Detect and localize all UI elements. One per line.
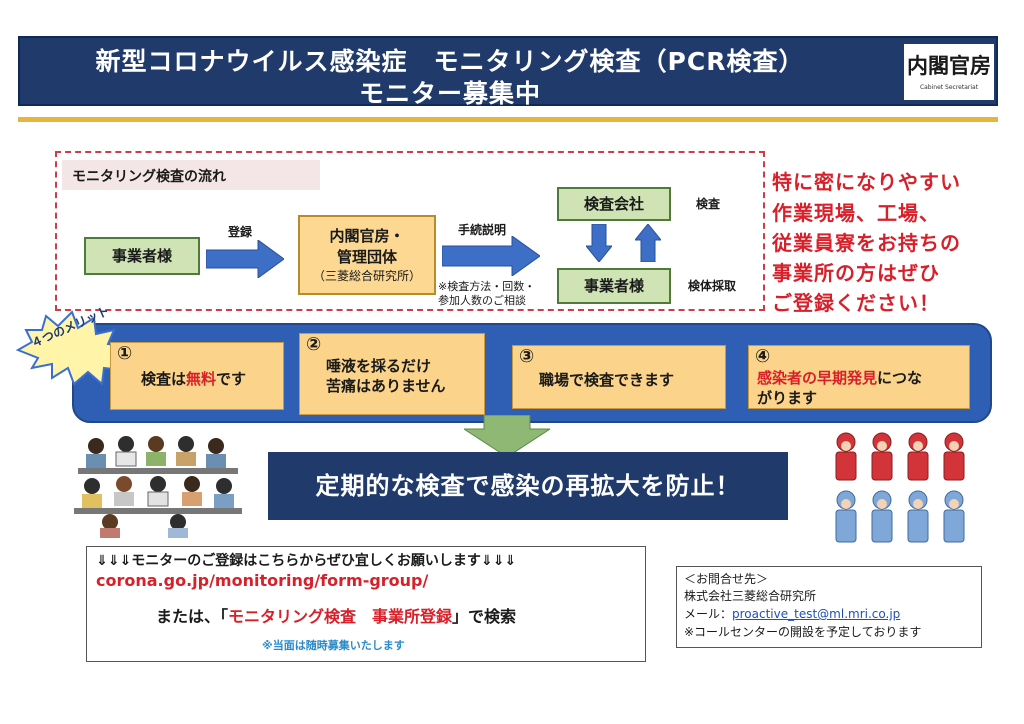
flow-title-background — [62, 160, 320, 190]
flow-title: モニタリング検査の流れ — [72, 169, 226, 185]
merit-card-2: ② 唾液を採るだけ 苦痛はありません — [299, 333, 485, 415]
register-arrow-icon — [206, 240, 284, 278]
label-test: 検査 — [696, 197, 721, 211]
factory-workers-illustration — [822, 428, 982, 550]
result-arrow-icon — [464, 415, 550, 457]
logo-text: 内閣官房 — [907, 53, 991, 78]
explain-note-line1: ※検査方法・回数・ — [438, 280, 536, 293]
explain-note-line2: 参加人数のご相談 — [438, 294, 526, 307]
page-title: 新型コロナウイルス感染症 モニタリング検査（PCR検査） — [95, 47, 805, 76]
callout-line2: 作業現場、工場、 — [772, 201, 940, 225]
registration-search-text: または、「モニタリング検査 事業所登録」で検索 — [156, 607, 517, 626]
callout-line5: ご登録ください！ — [772, 291, 940, 315]
cabinet-line1: 内閣官房・ — [329, 227, 405, 245]
merit-num-2: ② — [306, 334, 322, 355]
cabinet-line3: （三菱総合研究所） — [312, 269, 421, 283]
down-arrow-icon — [586, 224, 612, 262]
contact-mail-link[interactable]: proactive_test@ml.mri.co.jp — [732, 607, 901, 621]
callout-line3: 従業員寮をお持ちの — [772, 231, 961, 255]
merit-text-2-line2: 苦痛はありません — [326, 377, 446, 395]
merit-num-1: ① — [117, 343, 133, 364]
label-explain: 手続説明 — [458, 223, 507, 237]
cabinet-line2: 管理団体 — [336, 248, 397, 266]
merit-text-2-line1: 唾液を採るだけ — [326, 357, 432, 375]
explain-arrow-icon — [442, 236, 540, 276]
callout-line1: 特に密になりやすい — [772, 170, 961, 194]
registration-heading: ⇓⇓⇓モニターのご登録はこちらからぜひ宜しくお願いします⇓⇓⇓ — [96, 553, 517, 569]
cabinet-box: 内閣官房・ 管理団体 （三菱総合研究所） — [298, 215, 436, 295]
search-keyword: モニタリング検査 事業所登録 — [228, 607, 453, 626]
cabinet-logo: 内閣官房 Cabinet Secretariat — [904, 44, 994, 100]
merit-card-1: ① 検査は無料です — [110, 342, 284, 410]
callout-line4: 事業所の方はぜひ — [772, 261, 940, 285]
logo-subtext: Cabinet Secretariat — [919, 84, 979, 91]
gold-divider — [18, 117, 998, 122]
page-subtitle: モニター募集中 — [358, 79, 541, 108]
registration-url-link[interactable]: corona.go.jp/monitoring/form-group/ — [96, 571, 429, 590]
contact-note: ※コールセンターの開設を予定しております — [684, 625, 922, 639]
merit-card-4: ④ 感染者の早期発見につな がります — [748, 345, 970, 409]
contact-box — [676, 566, 982, 648]
office-workers-illustration — [74, 428, 242, 538]
merit-num-3: ③ — [519, 346, 535, 367]
up-arrow-icon — [635, 224, 661, 262]
merit-text-4-line2: がります — [757, 389, 818, 407]
result-banner: 定期的な検査で感染の再拡大を防止！ — [268, 452, 788, 520]
contact-company: 株式会社三菱総合研究所 — [684, 589, 817, 603]
flow-dashed-box — [55, 151, 765, 311]
lab-box: 検査会社 — [557, 187, 671, 221]
business-box-right: 事業者様 — [557, 268, 671, 304]
label-register: 登録 — [228, 225, 253, 239]
merit-text-3: 職場で検査できます — [539, 371, 675, 389]
label-sample: 検体採取 — [688, 279, 737, 293]
contact-mail-row: メール：proactive_test@ml.mri.co.jp — [684, 607, 901, 621]
merit-text-4-line1: 感染者の早期発見につな — [757, 369, 923, 387]
business-box-left: 事業者様 — [84, 237, 200, 275]
merit-num-4: ④ — [755, 346, 771, 367]
registration-box — [86, 546, 646, 662]
header-banner: 新型コロナウイルス感染症 モニタリング検査（PCR検査） モニター募集中 内閣官… — [18, 36, 998, 108]
contact-heading: ＜お問合せ先＞ — [684, 572, 769, 586]
merit-text-1: 検査は無料です — [141, 370, 247, 388]
registration-note: ※当面は随時募集いたします — [262, 639, 405, 652]
merit-card-3: ③ 職場で検査できます — [512, 345, 726, 409]
